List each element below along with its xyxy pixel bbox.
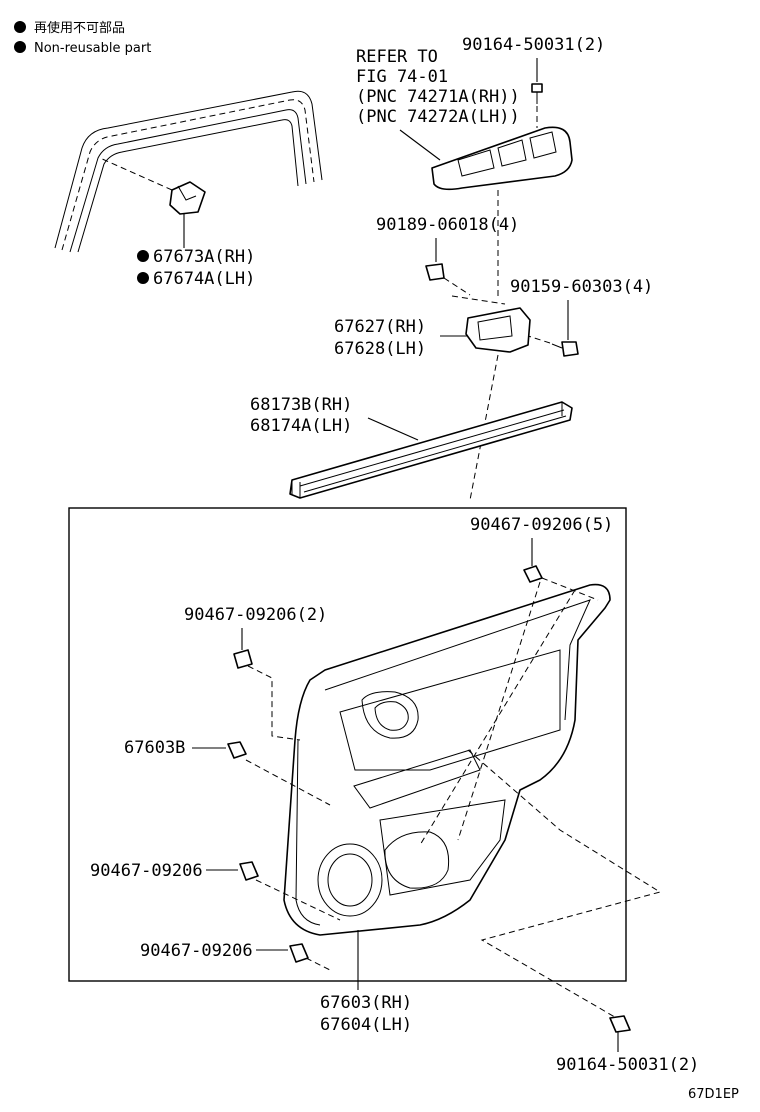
label-clip-rh: 67673A(RH) [153,247,255,267]
label-bolt-bottom: 90164-50031(2) [556,1055,699,1075]
bolt-bottom-drawing [609,1015,631,1052]
label-refer-3: (PNC 74271A(RH)) [356,87,520,107]
screw-drawing [524,334,579,357]
legend-en: Non-reusable part [34,41,151,56]
label-clip-single-1: 90467-09206 [90,861,203,881]
window-switch-drawing [431,126,573,200]
non-reusable-dot-icon [14,21,26,33]
clip-single-1-drawing [239,861,259,881]
panel-group-box [68,507,627,982]
label-weather-rh: 68173B(RH) [250,395,352,415]
label-bolt-top: 90164-50031(2) [462,35,605,55]
label-bracket-rh: 67627(RH) [334,317,426,337]
clip-67673a-drawing [99,157,206,248]
label-clip-5: 90467-09206(5) [470,515,613,535]
label-clip-lh: 67674A(LH) [153,269,255,289]
non-reusable-dot-icon [137,250,149,262]
dash-clip-5 [541,577,599,601]
non-reusable-dot-icon [14,41,26,53]
label-clip-b: 67603B [124,738,185,758]
label-clip-single-2: 90467-09206 [140,941,253,961]
clip-b-drawing [227,741,247,759]
legend-jp: 再使用不可部品 [34,20,125,36]
nut-clip-drawing [425,263,445,281]
label-panel-rh: 67603(RH) [320,993,412,1013]
diagram-code: 67D1EP [688,1087,739,1102]
clip-2-drawing [233,649,253,669]
non-reusable-dot-icon [137,272,149,284]
clip-5-drawing [523,565,543,583]
door-frame-drawing [54,90,323,253]
label-clip-2: 90467-09206(2) [184,605,327,625]
label-refer-1: REFER TO [356,47,438,67]
panel-dash-lines [245,581,662,1021]
bolt-top-drawing [531,58,543,128]
label-weather-lh: 68174A(LH) [250,416,352,436]
label-bracket-lh: 67628(LH) [334,339,426,359]
bracket-drawing [451,200,531,501]
label-refer-2: FIG 74-01 [356,67,448,87]
leader-refer [399,129,441,161]
weatherstrip-drawing [289,401,573,499]
door-trim-panel-drawing [283,583,611,936]
label-panel-lh: 67604(LH) [320,1015,412,1035]
dash-nut-clip [443,277,471,296]
label-refer-4: (PNC 74272A(LH)) [356,107,520,127]
clip-single-2-drawing [289,943,309,963]
leader-weather [367,417,419,441]
label-screw: 90159-60303(4) [510,277,653,297]
label-nut-clip: 90189-06018(4) [376,215,519,235]
